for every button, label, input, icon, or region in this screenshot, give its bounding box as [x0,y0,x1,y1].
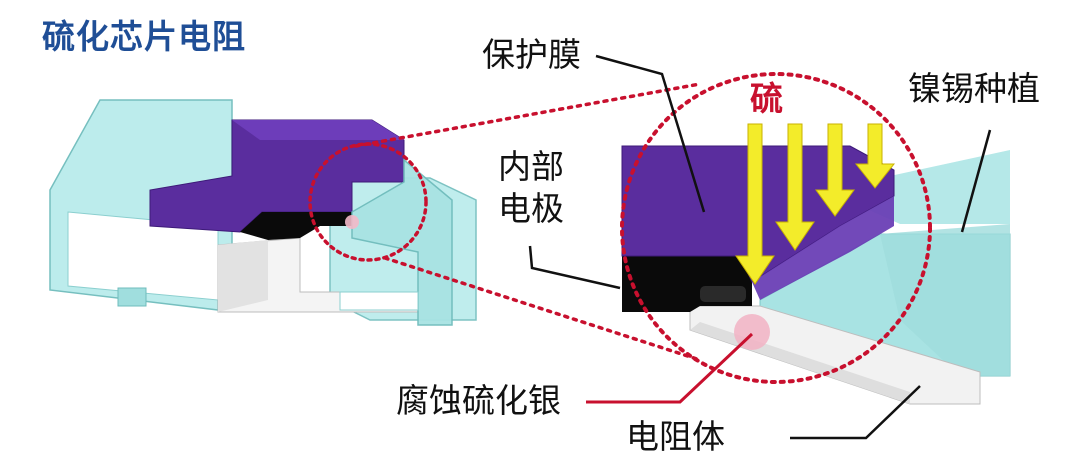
label-nickel-tin-plating: 镍锡种植 [908,69,1040,108]
page-title: 硫化芯片电阻 [42,17,246,56]
small-chip-resistor [49,99,477,326]
leader-protective-film [595,54,706,213]
small-body-shade [218,240,268,312]
inner-electrode-notch [700,286,746,302]
leader-inner-electrode [528,245,621,290]
small-left-foot [117,287,147,307]
sulfur-arrows [735,123,896,285]
label-corroded-silver-sulfide: 腐蚀硫化银 [396,381,561,420]
zoom-connectors [354,82,702,362]
small-protective-film-top [232,120,404,140]
small-right-foot [339,291,419,311]
label-resistor-body: 电阻体 [626,417,725,456]
leader-plating [960,129,992,233]
leader-corroded-silver-sulfide [586,332,754,404]
plating-face [880,224,1010,376]
sulfur-arrow [854,123,896,189]
sulfur-arrow [815,123,855,217]
protective-film-side [752,196,894,300]
big-highlight-circle [620,72,932,384]
sulfur-arrow [775,123,815,251]
label-sulfur: 硫 [750,79,783,118]
zoomed-cross-section [620,72,1011,405]
sulfur-arrow [735,123,775,285]
leader-resistor-body [790,385,921,440]
label-inner-electrode-line1: 内部 [498,147,564,186]
small-corrosion-spot [345,215,359,229]
leader-lines [528,54,992,440]
label-inner-electrode-line2: 电极 [498,189,564,228]
small-inner-electrode [240,212,352,240]
label-protective-film: 保护膜 [482,35,581,74]
